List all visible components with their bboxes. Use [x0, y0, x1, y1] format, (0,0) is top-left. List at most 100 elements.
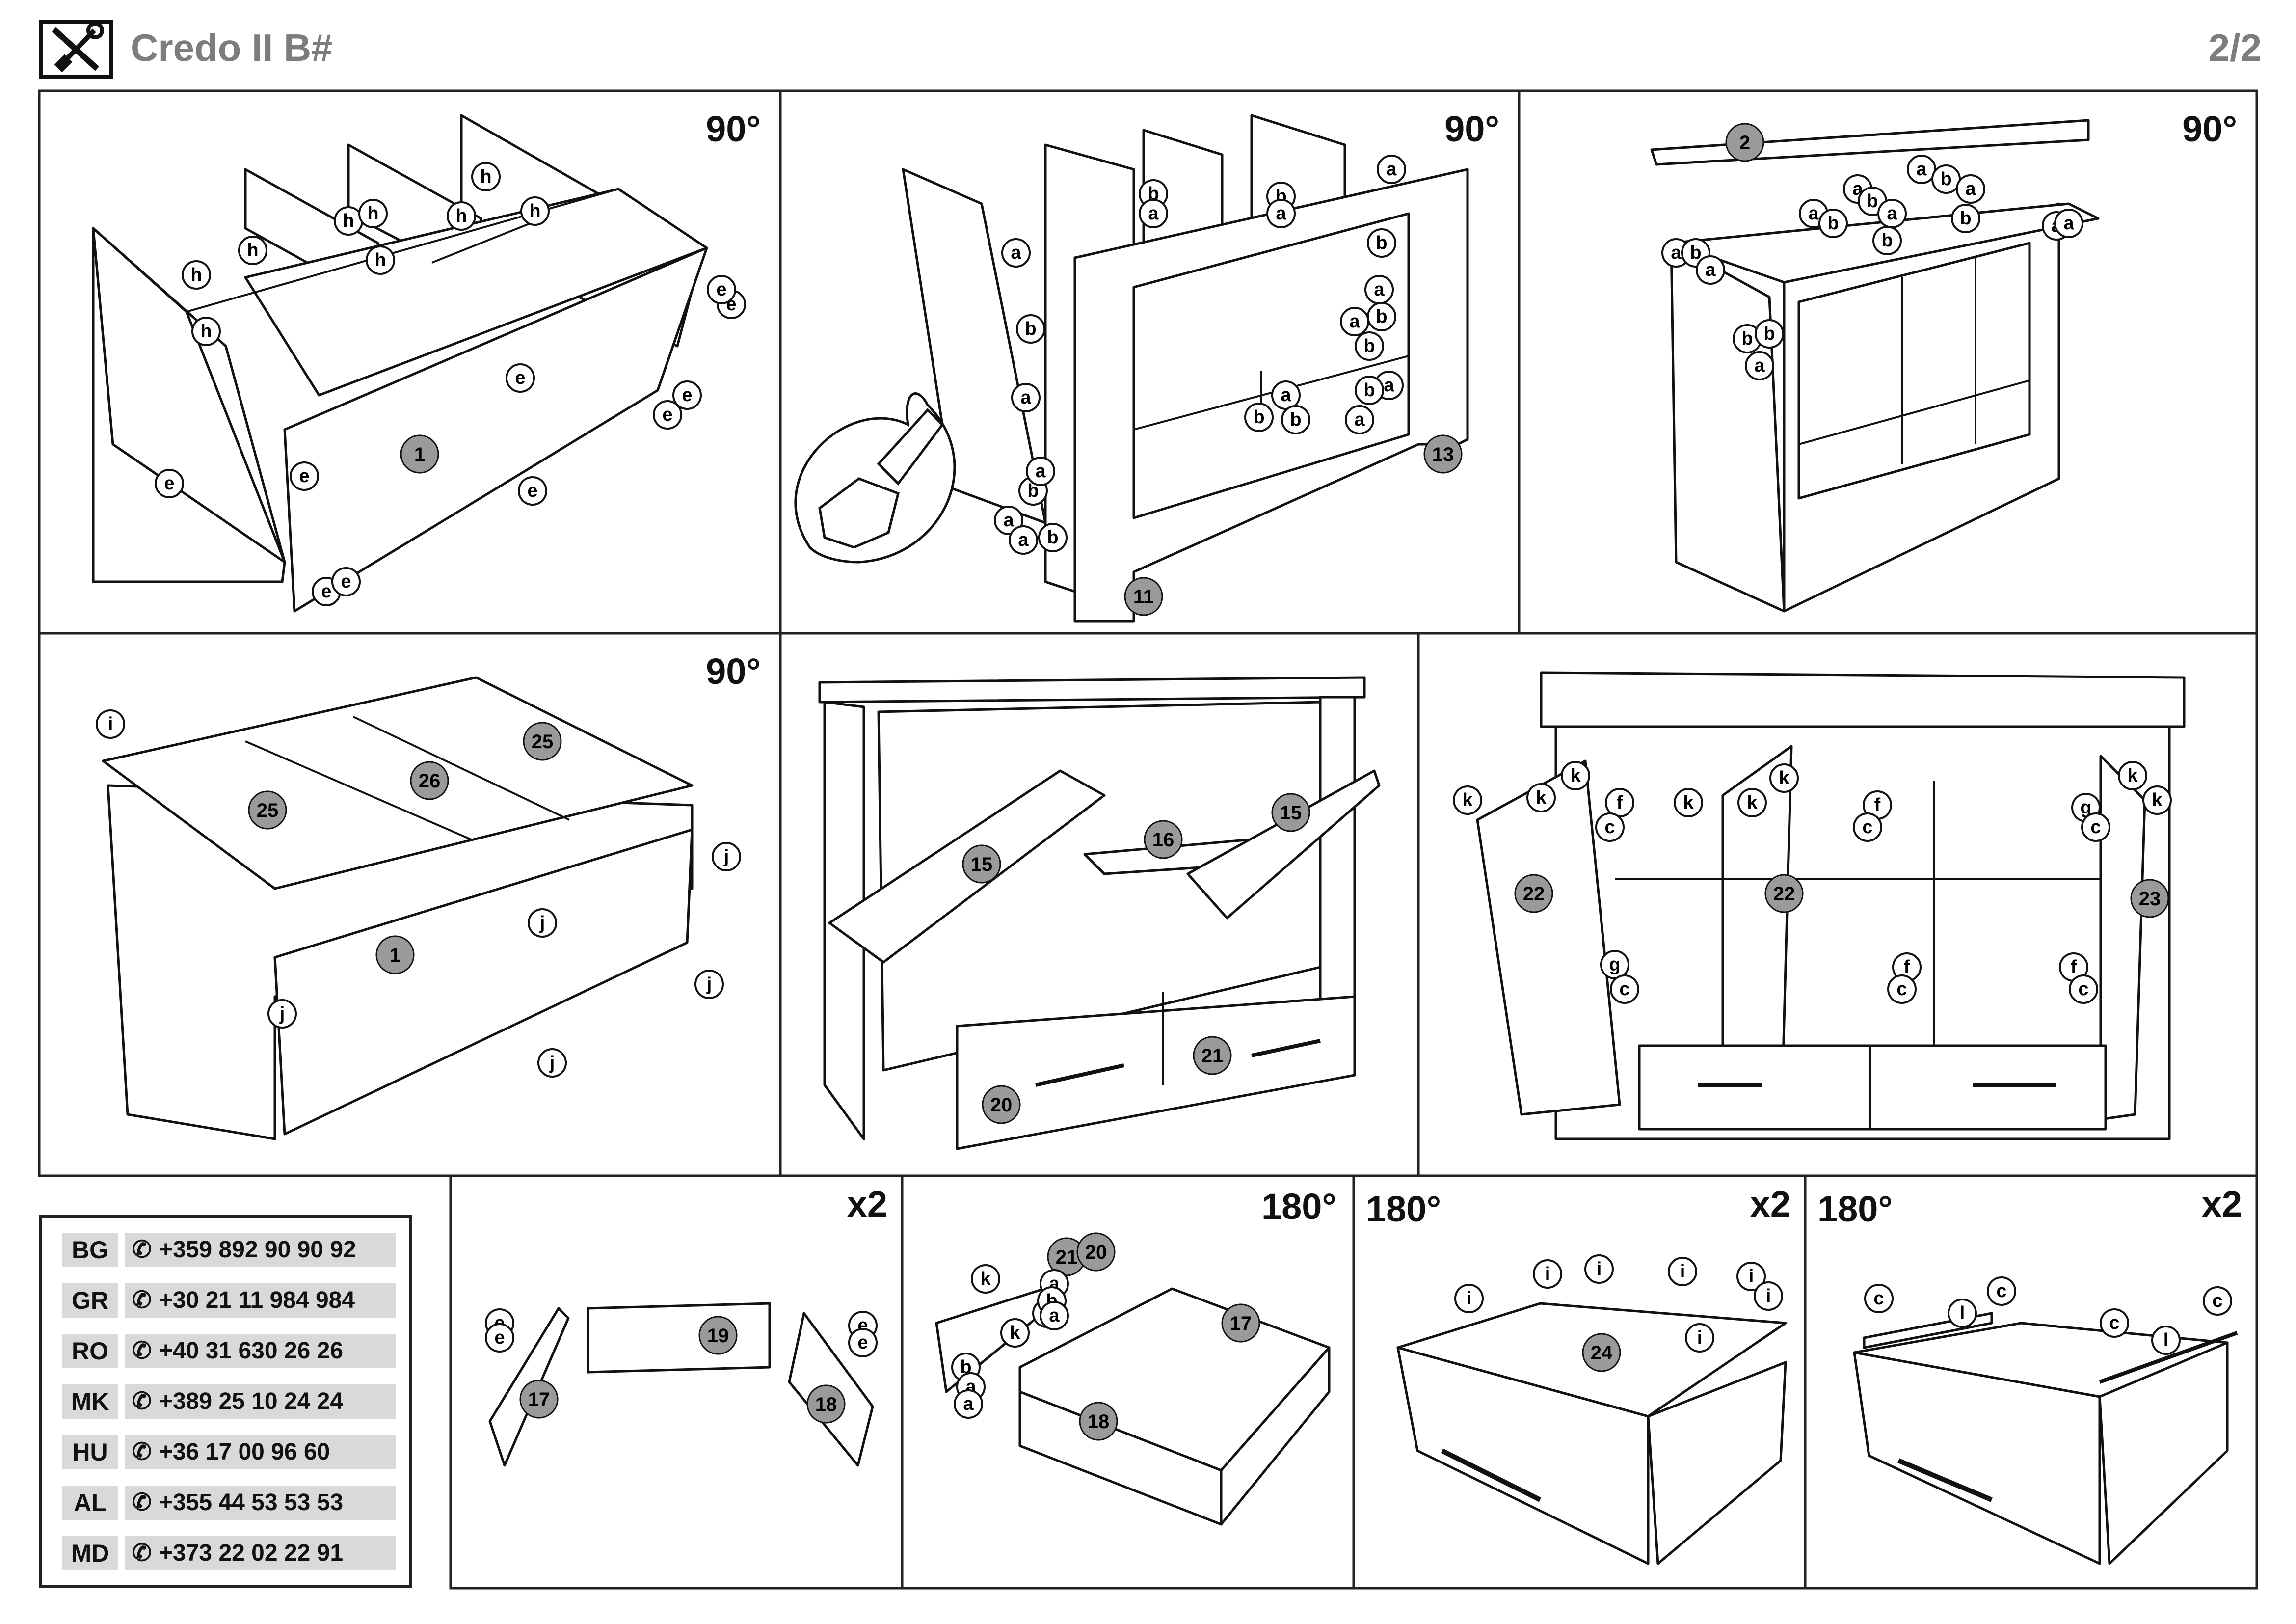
fitting-callout: a [1907, 155, 1936, 184]
fitting-callout: a [1271, 380, 1301, 410]
svg-text:b: b [1363, 380, 1375, 401]
fitting-callout: i [96, 709, 125, 739]
fitting-callout: b [1931, 164, 1961, 194]
fitting-callout: e [155, 469, 184, 498]
svg-text:c: c [1873, 1288, 1884, 1309]
part-number-badge: 22 [1764, 874, 1804, 913]
svg-text:15: 15 [1280, 802, 1302, 824]
svg-text:h: h [529, 201, 540, 221]
svg-text:a: a [963, 1394, 974, 1414]
fitting-callout: h [520, 196, 550, 226]
phone-icon: ✆ [132, 1338, 152, 1364]
multiplier-label: x2 [847, 1184, 887, 1224]
part-number-badge: 18 [1079, 1402, 1118, 1441]
fitting-callout: i [1685, 1323, 1714, 1353]
step-3-panel: 90° 2abaabababababaabba [1519, 91, 2257, 633]
svg-text:h: h [367, 203, 378, 224]
svg-text:b: b [1253, 407, 1264, 428]
phone-number: ✆ +40 31 630 26 26 [125, 1334, 396, 1368]
fitting-callout: a [1266, 199, 1296, 228]
svg-text:19: 19 [707, 1325, 729, 1347]
phone-number-text: +30 21 11 984 984 [159, 1287, 355, 1313]
fitting-callout: k [971, 1264, 1000, 1294]
svg-text:a: a [1276, 203, 1286, 224]
part-number-badge: 21 [1047, 1237, 1086, 1276]
drawer-step-1-callouts: 191718eeee [485, 1308, 878, 1424]
phone-number-text: +40 31 630 26 26 [159, 1338, 344, 1364]
svg-text:20: 20 [1085, 1242, 1107, 1263]
svg-text:23: 23 [2139, 888, 2161, 910]
svg-text:c: c [1896, 979, 1907, 1000]
fitting-callout: c [1887, 974, 1917, 1004]
fitting-callout: l [2151, 1326, 2181, 1355]
svg-text:b: b [1047, 527, 1058, 548]
fitting-callout: b [1755, 319, 1784, 349]
svg-text:a: a [1018, 530, 1029, 550]
svg-text:i: i [1766, 1286, 1771, 1306]
fitting-callout: k [1526, 783, 1556, 812]
svg-text:e: e [321, 581, 331, 602]
fitting-callout: b [1355, 376, 1384, 405]
svg-text:a: a [1754, 355, 1765, 376]
svg-text:h: h [480, 166, 491, 187]
phone-icon: ✆ [132, 1287, 152, 1313]
part-number-badge: 22 [1514, 874, 1553, 913]
rotate-90-label: 90° [2182, 108, 2237, 149]
svg-text:17: 17 [1230, 1313, 1252, 1334]
fitting-callout: a [1696, 255, 1725, 285]
fitting-callout: b [1038, 523, 1068, 552]
svg-text:25: 25 [532, 731, 554, 753]
svg-text:a: a [1705, 260, 1716, 280]
svg-text:b: b [1376, 233, 1387, 253]
part-number-badge: 11 [1124, 577, 1163, 616]
svg-text:j: j [549, 1053, 555, 1073]
svg-text:11: 11 [1133, 586, 1154, 608]
fitting-callout: k [1561, 761, 1590, 790]
fitting-callout: e [506, 363, 535, 393]
svg-text:e: e [662, 405, 672, 425]
svg-text:g: g [1609, 954, 1620, 975]
svg-text:a: a [1386, 159, 1397, 180]
svg-text:17: 17 [528, 1389, 550, 1410]
svg-text:a: a [1384, 375, 1394, 396]
svg-text:a: a [1003, 510, 1014, 531]
fitting-callout: i [1454, 1284, 1484, 1313]
svg-text:b: b [1881, 230, 1893, 251]
part-number-badge: 20 [1076, 1232, 1116, 1272]
contact-row: BG✆+359 892 90 90 92 [62, 1233, 396, 1267]
part-number-badge: 15 [1271, 793, 1310, 832]
fitting-callout: k [1769, 763, 1799, 793]
phone-icon: ✆ [132, 1489, 152, 1516]
fitting-callout: e [290, 461, 319, 491]
part-number-badge: 21 [1193, 1036, 1232, 1075]
svg-text:k: k [1779, 768, 1789, 788]
svg-text:e: e [494, 1327, 505, 1348]
phone-number: ✆+389 25 10 24 24 [125, 1384, 396, 1419]
svg-text:c: c [2109, 1313, 2119, 1333]
part-number-badge: 18 [806, 1384, 846, 1424]
svg-text:20: 20 [990, 1094, 1013, 1116]
svg-text:b: b [1690, 243, 1701, 263]
contacts-box: BG✆+359 892 90 90 92 GR ✆ +30 21 11 984 984… [39, 1215, 412, 1588]
fitting-callout: i [1754, 1281, 1783, 1311]
fitting-callout: e [672, 380, 702, 410]
country-code: GR [62, 1283, 118, 1318]
contact-row: RO✆+40 31 630 26 26 [62, 1334, 396, 1368]
svg-text:1: 1 [390, 945, 400, 966]
fitting-callout: c [1595, 812, 1625, 842]
multiplier-label: x2 [2201, 1184, 2242, 1224]
fitting-callout: a [1040, 1301, 1069, 1330]
fitting-callout: k [2118, 761, 2147, 790]
svg-text:a: a [1011, 243, 1021, 263]
phone-number-text: +373 22 02 22 91 [159, 1540, 344, 1566]
svg-text:18: 18 [815, 1394, 837, 1415]
